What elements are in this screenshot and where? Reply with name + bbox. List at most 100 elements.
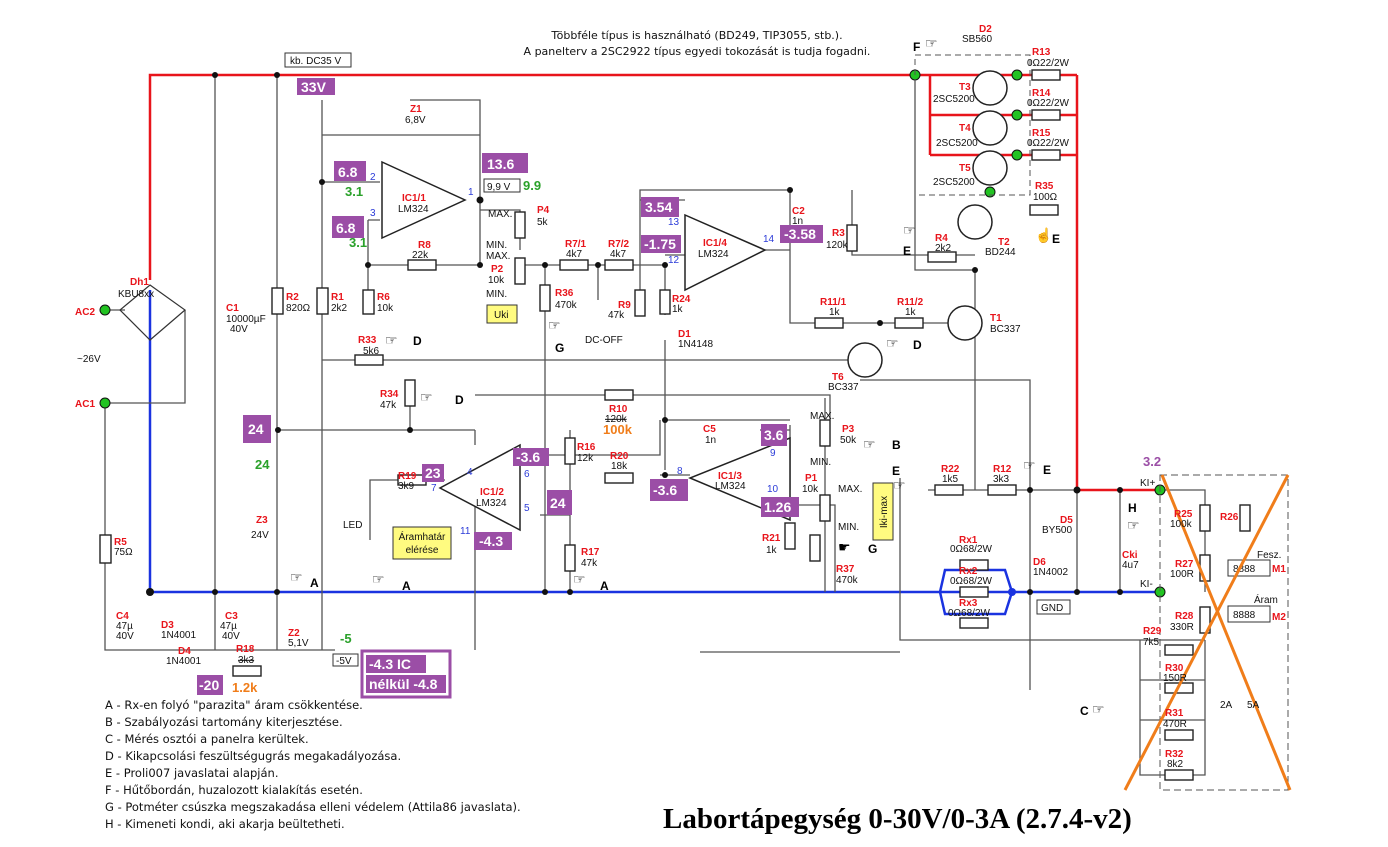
t4-ref: T4 xyxy=(959,123,971,134)
dc-note: kb. DC35 V xyxy=(290,56,341,67)
measurement-pin7: 23 xyxy=(425,465,441,481)
ic1-3-ref: IC1/3 xyxy=(718,471,742,482)
z3-value: 24V xyxy=(251,530,269,541)
r17-ref: R17 xyxy=(581,547,600,558)
marker-g-1: G xyxy=(555,341,564,355)
r22-ref: R22 xyxy=(941,464,960,475)
r8-value: 22k xyxy=(412,250,429,261)
pin-7: 7 xyxy=(431,483,437,494)
r33-value: 5k6 xyxy=(363,346,380,357)
r11-2-ref: R11/2 xyxy=(897,297,924,308)
green-values: 3.1 3.1 9.9 24 -5 xyxy=(255,178,541,646)
r6-value: 10k xyxy=(377,303,394,314)
p2-max: MAX. xyxy=(486,251,510,262)
r20-value: 18k xyxy=(611,461,628,472)
pin-2: 2 xyxy=(370,172,376,183)
t5-ref: T5 xyxy=(959,163,971,174)
component-labels: Dh1 KBU8xx C1 10000µF 40V R2 820Ω R1 2k2… xyxy=(114,24,1239,770)
m1-label: M1 xyxy=(1272,564,1286,575)
aramhatar-line-2: elérése xyxy=(406,545,439,556)
green-z3: 24 xyxy=(255,457,270,472)
pin-13: 13 xyxy=(668,217,680,228)
r7-2-value: 4k7 xyxy=(610,249,627,260)
hand-pointer-icon: ☞ xyxy=(1092,701,1105,717)
gnd-label: GND xyxy=(1041,603,1063,614)
marker-e-2: E xyxy=(1052,232,1060,246)
pin-12: 12 xyxy=(668,255,680,266)
r22-value: 1k5 xyxy=(942,474,959,485)
hand-pointer-icon: ☞ xyxy=(385,332,398,348)
c5-ref: C5 xyxy=(703,424,716,435)
pin-8: 8 xyxy=(677,466,683,477)
r3-value: 120k xyxy=(826,240,849,251)
ki-minus-label: KI- xyxy=(1140,579,1153,590)
pin-1: 1 xyxy=(468,187,474,198)
ic1-4-value: LM324 xyxy=(698,249,729,260)
c4-voltage: 40V xyxy=(116,631,134,642)
r11-1-ref: R11/1 xyxy=(820,297,847,308)
c4-value: 47µ xyxy=(116,621,133,632)
r30-value: 150R xyxy=(1163,673,1187,684)
top-note-line-1: Többféle típus is használható (BD249, TI… xyxy=(550,29,842,42)
marker-a-3: A xyxy=(600,579,609,593)
r5-ref: R5 xyxy=(114,537,127,548)
marker-f: F xyxy=(913,40,920,54)
r10-value-new: 100k xyxy=(603,422,633,437)
green-pin1: 9.9 xyxy=(523,178,541,193)
r34-value: 47k xyxy=(380,400,397,411)
d5-value: BY500 xyxy=(1042,525,1072,536)
r12-ref: R12 xyxy=(993,464,1012,475)
hand-pointer-icon: ☝ xyxy=(1035,226,1052,244)
hand-pointer-icon: ☞ xyxy=(863,436,876,452)
iki-max-label: Iki-max xyxy=(879,496,890,528)
marker-d-1: D xyxy=(413,334,422,348)
hand-pointer-icon: ☞ xyxy=(420,389,433,405)
hand-pointer-icon: ☛ xyxy=(838,539,851,555)
measurement-pin6: -3.6 xyxy=(516,449,540,465)
ic1-1-value: LM324 xyxy=(398,204,429,215)
hand-pointer-icon: ☞ xyxy=(893,477,906,493)
hand-pointer-icon: ☞ xyxy=(573,571,586,587)
measurement-pin9: 3.6 xyxy=(764,427,784,443)
p1-max: MAX. xyxy=(838,484,862,495)
r31-value: 470R xyxy=(1163,719,1187,730)
d4-ref: D4 xyxy=(178,646,191,657)
t6-value: BC337 xyxy=(828,382,859,393)
ic1-4-ref: IC1/4 xyxy=(703,238,727,249)
hand-pointer-icon: ☞ xyxy=(886,335,899,351)
r25-ref: R25 xyxy=(1174,509,1193,520)
measurement-pin3: 6.8 xyxy=(336,220,356,236)
v99-label: 9,9 V xyxy=(487,182,511,193)
d1-value: 1N4148 xyxy=(678,339,713,350)
fesz-label: Fesz. xyxy=(1257,550,1281,561)
legend-item: B - Szabályozási tartomány kiterjesztése… xyxy=(105,715,343,729)
p4-min: MIN. xyxy=(486,240,507,251)
marker-g-2: G xyxy=(868,542,877,556)
c5-value: 1n xyxy=(705,435,716,446)
r28-value: 330R xyxy=(1170,622,1194,633)
note-markers: ☞ A ☞ A ☞ A ☞ B C ☞ ☞ D ☞ D ☞ D E ☞ E ☝ … xyxy=(290,35,1140,718)
r21-value: 1k xyxy=(766,545,778,556)
r37-value: 470k xyxy=(836,575,859,586)
measurement-pin11: -4.3 xyxy=(479,533,503,549)
legend-item: C - Mérés osztói a panelra kerültek. xyxy=(105,732,309,746)
legend-item: E - Proli007 javaslatai alapján. xyxy=(105,766,279,780)
r28-ref: R28 xyxy=(1175,611,1194,622)
r10-ref: R10 xyxy=(609,404,628,415)
hand-pointer-icon: ☞ xyxy=(925,35,938,51)
r7-2-ref: R7/2 xyxy=(608,239,630,250)
r27-value: 100R xyxy=(1170,569,1194,580)
r15-value: 0Ω22/2W xyxy=(1027,138,1070,149)
top-note-line-2: A panelterv a 2SC2922 típus egyedi tokoz… xyxy=(524,45,871,58)
marker-c: C xyxy=(1080,704,1089,718)
p3-min: MIN. xyxy=(810,457,831,468)
r8-ref: R8 xyxy=(418,240,431,251)
r1-ref: R1 xyxy=(331,292,344,303)
opamp-ic1-2 xyxy=(438,443,521,532)
crossed-out-mark xyxy=(1123,474,1292,791)
r32-value: 8k2 xyxy=(1167,759,1184,770)
marker-e-1: E xyxy=(903,244,911,258)
r10-value-old: 120k xyxy=(605,414,628,425)
r21-ref: R21 xyxy=(762,533,781,544)
measurement-minus20: -20 xyxy=(199,677,219,693)
